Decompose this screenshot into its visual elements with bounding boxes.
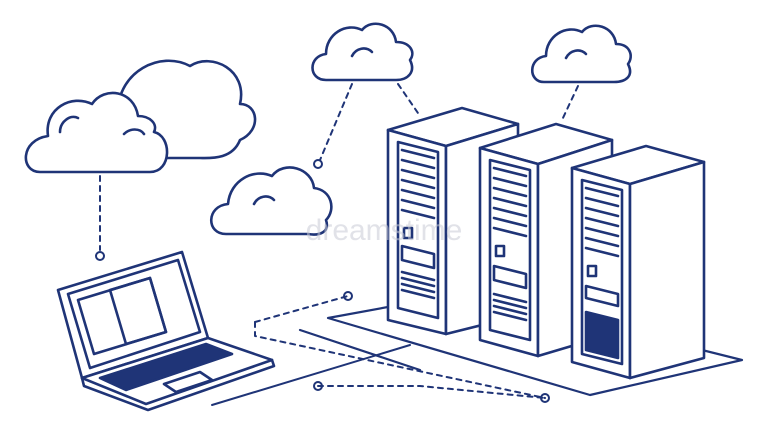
connection-node-icon <box>343 291 353 301</box>
connection-node-icon <box>95 251 105 261</box>
cloud-icon <box>311 22 414 82</box>
cloud-link-line <box>561 85 579 121</box>
watermark-text: dreamstime <box>306 214 463 247</box>
connection-lines <box>211 295 546 406</box>
laptop-icon <box>56 250 276 412</box>
cloud-icon <box>530 24 632 84</box>
cloud-link-line <box>319 83 353 161</box>
connection-node-icon <box>313 159 323 169</box>
cloud-icon <box>24 91 169 174</box>
cloud-link-line <box>397 83 421 117</box>
cloud-icon <box>210 166 333 236</box>
connection-node-icon <box>313 381 323 391</box>
server-icon <box>570 144 706 380</box>
connection-node-icon <box>540 393 550 403</box>
server-icon <box>386 106 520 336</box>
